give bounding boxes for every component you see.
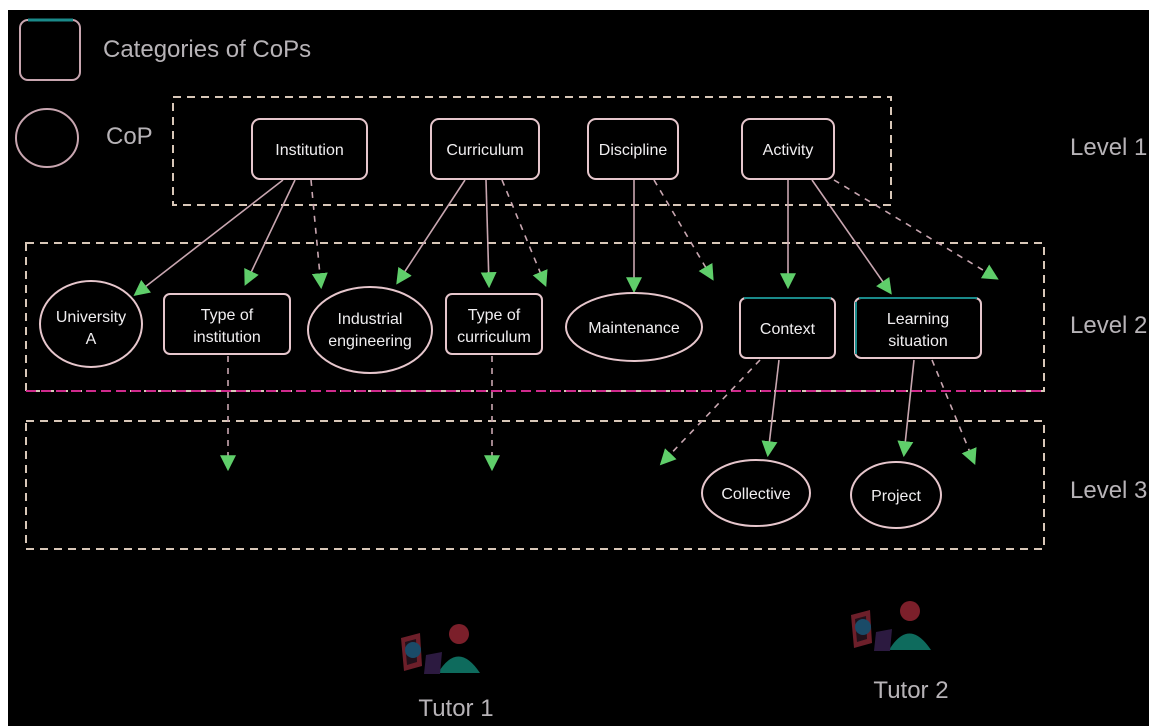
tutor2-icon: [851, 601, 931, 651]
arrow-learning-project: [897, 359, 915, 458]
node-university-a-line1: University: [56, 309, 126, 326]
node-institution: Institution: [251, 118, 368, 180]
legend-cop-label: CoP: [106, 123, 153, 150]
node-maintenance-label: Maintenance: [588, 320, 680, 337]
node-discipline: Discipline: [587, 118, 679, 180]
legend-category-label: Categories of CoPs: [103, 36, 311, 63]
node-project-label: Project: [871, 488, 921, 505]
node-institution-label: Institution: [275, 142, 343, 159]
arrow-discipline-dashed: [653, 179, 714, 281]
arrows-group: [133, 179, 999, 472]
node-type-of-curriculum: Type of curriculum: [445, 293, 543, 355]
arrow-institution-dashed: [310, 179, 328, 290]
tutor2-label: Tutor 2: [873, 677, 948, 704]
node-learning-situation-line2: situation: [888, 333, 948, 350]
node-context: Context: [739, 297, 836, 359]
node-industrial-engineering: Industrial engineering: [307, 286, 433, 374]
node-industrial-engineering-line2: engineering: [328, 333, 412, 350]
node-activity-label: Activity: [763, 142, 814, 159]
cop-diagram: Categories of CoPs CoP Level 1 Level 2 L…: [15, 18, 1147, 722]
node-curriculum-label: Curriculum: [446, 142, 523, 159]
level3-label: Level 3: [1070, 477, 1147, 504]
level1-label: Level 1: [1070, 134, 1147, 161]
node-discipline-label: Discipline: [599, 142, 668, 159]
arrow-context-dashed: [659, 359, 761, 466]
node-learning-situation-line1: Learning: [887, 311, 949, 328]
legend-category-box: [19, 19, 81, 81]
arrow-curriculum-industrial: [396, 179, 466, 285]
node-collective: Collective: [701, 459, 811, 527]
node-collective-label: Collective: [721, 486, 790, 503]
legend-cop-circle: [15, 108, 79, 168]
node-type-of-institution-line1: Type of: [201, 307, 254, 324]
node-maintenance: Maintenance: [565, 292, 703, 362]
arrow-activity-dashed: [833, 179, 999, 280]
node-project: Project: [850, 461, 942, 529]
arrow-curriculum-dashed: [501, 179, 548, 287]
tutor1-icon: [401, 624, 480, 674]
node-activity: Activity: [741, 118, 835, 180]
node-context-label: Context: [760, 321, 816, 338]
arrow-institution-type: [244, 179, 296, 286]
node-industrial-engineering-line1: Industrial: [338, 311, 403, 328]
tutor1-label: Tutor 1: [418, 695, 493, 722]
node-type-of-curriculum-line1: Type of: [468, 307, 521, 324]
node-curriculum: Curriculum: [430, 118, 540, 180]
level2-box: [25, 242, 1045, 392]
diagram-canvas: Categories of CoPs CoP Level 1 Level 2 L…: [8, 10, 1149, 726]
node-university-a-line2: A: [86, 331, 97, 348]
arrow-curriculum-type: [480, 179, 497, 289]
arrow-institution-university: [133, 179, 284, 296]
node-learning-situation: Learning situation: [854, 297, 982, 359]
arrow-activity-learning: [811, 179, 892, 295]
node-type-of-curriculum-line2: curriculum: [457, 329, 531, 346]
arrow-learning-dashed: [931, 359, 977, 465]
level2-label: Level 2: [1070, 312, 1147, 339]
level3-box: [25, 420, 1045, 550]
node-university-a: University A: [39, 280, 143, 368]
node-type-of-institution-line2: institution: [193, 329, 261, 346]
level1-box: [172, 96, 892, 206]
arrow-context-collective: [761, 359, 780, 458]
node-type-of-institution: Type of institution: [163, 293, 291, 355]
